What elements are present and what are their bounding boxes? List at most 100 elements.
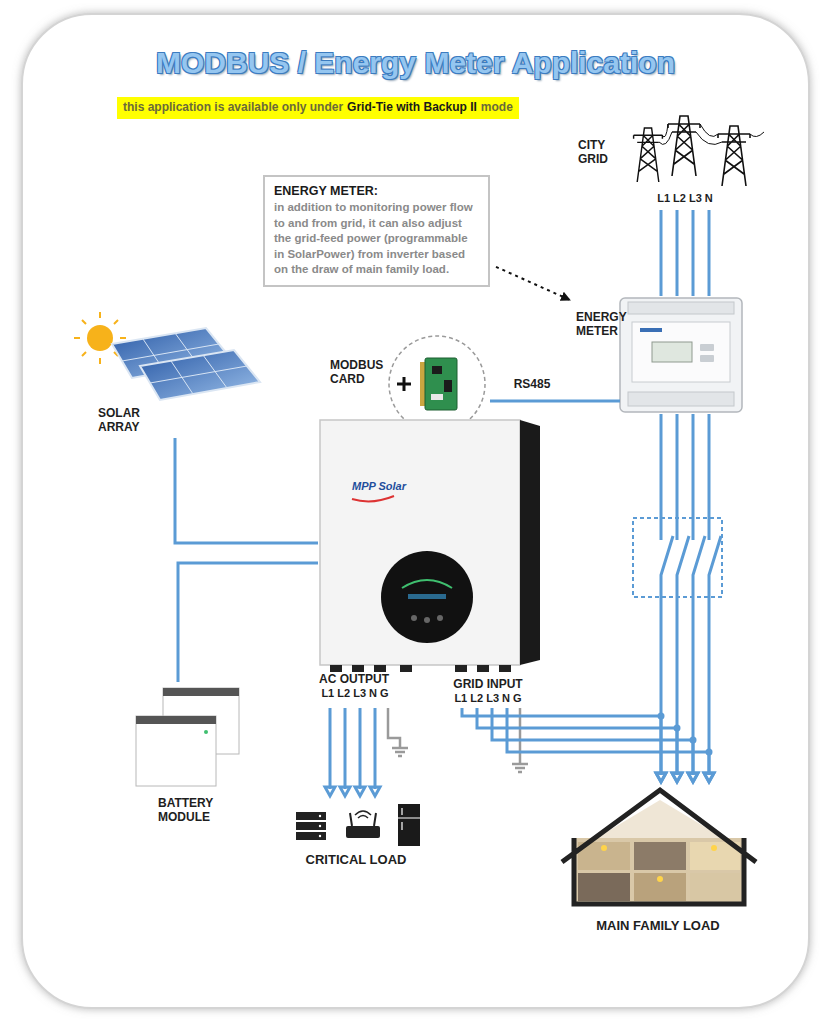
junction-dots — [658, 713, 665, 720]
load-icons — [346, 826, 380, 838]
load-icons — [296, 822, 326, 830]
energy-meter-device — [640, 328, 662, 332]
house-illustration — [578, 873, 630, 901]
battery-modules — [136, 716, 216, 786]
component-label: MODBUS CARD — [330, 358, 390, 386]
battery-module: BATTERY MODULE — [128, 682, 248, 832]
inverter-housing — [320, 420, 520, 665]
inverter-housing — [381, 551, 473, 643]
inverter-housing — [320, 420, 540, 672]
junction-dots — [690, 737, 697, 744]
house-illustration — [574, 838, 744, 904]
solar-panels — [112, 328, 260, 400]
battery-cable — [178, 563, 318, 682]
modbus-card — [389, 336, 485, 432]
house-illustration — [634, 842, 686, 870]
inverter-housing — [352, 496, 394, 501]
energy-meter-device — [632, 322, 730, 382]
load-icons — [319, 815, 321, 817]
load-icons — [319, 835, 321, 837]
energy-meter: ENERGY METER — [574, 296, 744, 414]
energy-meter-device — [700, 344, 714, 351]
pv-cable — [175, 438, 318, 543]
energy-meter-device — [574, 400, 620, 403]
ac-output-wires — [325, 708, 380, 796]
house-illustration — [657, 876, 663, 882]
brand-logo: MPP Solar — [352, 480, 432, 492]
banner-emphasis: Grid-Tie with Backup II — [347, 100, 477, 116]
inverter-housing — [411, 615, 417, 621]
inverter: MPP Solar — [318, 418, 540, 708]
inverter-housing — [477, 665, 489, 672]
load-icons — [355, 811, 371, 818]
inverter-housing — [499, 665, 511, 672]
house-illustration — [601, 845, 607, 851]
house-illustration — [590, 800, 730, 842]
house-illustration — [562, 790, 756, 904]
port-label: AC OUTPUT — [306, 673, 402, 687]
energy-meter-device — [652, 342, 692, 362]
inverter-housing — [400, 665, 412, 672]
battery-modules — [136, 688, 239, 786]
energy-meter-device — [620, 298, 742, 412]
diagram-title: MODBUS / Energy Meter Application — [0, 46, 831, 80]
inverter-housing — [455, 665, 467, 672]
component-label: CRITICAL LOAD — [288, 852, 424, 868]
inverter-housing — [408, 594, 446, 599]
banner-text: this application is available only under — [123, 100, 343, 116]
junction-dots — [706, 749, 713, 756]
modbus-card — [425, 358, 457, 410]
phase-label: L1 L2 L3 N — [645, 192, 725, 205]
inverter-housing — [330, 665, 342, 672]
power-pylons — [718, 126, 750, 186]
phase-label: L1 L2 L3 N G — [310, 687, 400, 700]
battery-modules — [163, 688, 239, 696]
house-illustration — [711, 845, 717, 851]
solar-array: SOLAR ARRAY — [80, 316, 268, 438]
battery-modules — [204, 730, 208, 734]
callout-box: ENERGY METER:in addition to monitoring p… — [263, 175, 490, 287]
banner-text: mode — [481, 100, 513, 116]
grid-input-wires — [462, 708, 714, 782]
mode-banner: this application is available only under… — [117, 97, 519, 119]
energy-meter-device — [574, 298, 742, 412]
component-label: CITY GRID — [578, 138, 628, 166]
inverter-housing — [520, 420, 540, 665]
energy-meter-device — [628, 392, 734, 406]
power-pylons — [634, 116, 764, 186]
energy-meter-device — [700, 355, 714, 362]
phase-label: L1 L2 L3 N G — [444, 692, 532, 705]
background-card — [22, 14, 809, 1008]
callout-body: in addition to monitoring power flow to … — [274, 200, 479, 278]
power-pylons — [634, 128, 663, 182]
house-illustration — [690, 873, 740, 901]
load-icons — [296, 832, 326, 840]
power-pylons — [659, 124, 764, 144]
modbus-card — [389, 336, 485, 432]
modbus-card — [444, 380, 452, 392]
solar-panels — [140, 350, 260, 400]
battery-modules — [136, 716, 216, 724]
port-label: GRID INPUT — [440, 678, 536, 692]
inverter-housing — [424, 617, 430, 623]
ground-wires — [388, 708, 408, 756]
callout-heading: ENERGY METER: — [274, 183, 479, 199]
energy-meter-device — [628, 302, 734, 314]
power-pylons — [668, 116, 700, 176]
modbus-card: MODBUS CARD — [326, 332, 490, 436]
rs485-cable — [490, 400, 574, 403]
load-icons — [398, 804, 420, 846]
inverter-housing — [374, 665, 386, 672]
grid-wires — [661, 210, 709, 296]
inverter-housing — [437, 615, 443, 621]
component-label: MAIN FAMILY LOAD — [556, 918, 760, 934]
background-card — [22, 14, 809, 1008]
load-icons — [398, 808, 420, 830]
house-illustration — [634, 873, 686, 901]
modbus-card — [431, 394, 443, 400]
critical-load: CRITICAL LOAD — [288, 798, 427, 872]
leader-arrow — [496, 267, 570, 300]
